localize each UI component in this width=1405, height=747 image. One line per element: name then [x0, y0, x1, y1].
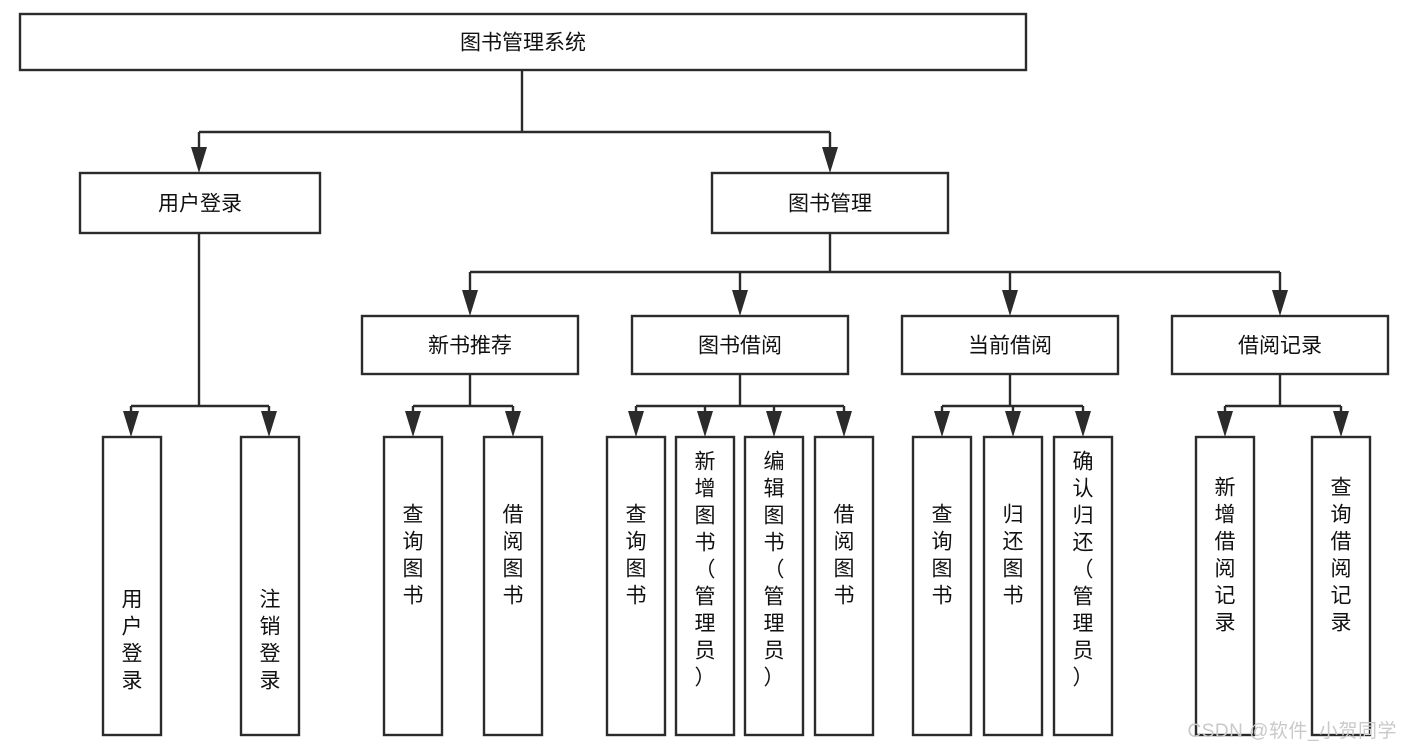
arrow-head-icon	[505, 411, 521, 437]
node-box[interactable]	[674, 435, 736, 737]
node-box[interactable]	[982, 435, 1044, 737]
connector-line	[940, 374, 1085, 415]
node-label: 图书借阅	[698, 335, 782, 358]
arrow-head-icon	[191, 147, 207, 173]
node-leaf-query-book-borrow[interactable]: 查询图书	[605, 435, 667, 737]
connector-book-management	[462, 233, 1288, 316]
arrow-head-icon	[1005, 411, 1021, 437]
node-box[interactable]	[710, 171, 950, 235]
csdn-watermark: CSDN @软件_小贺同学	[1187, 721, 1397, 742]
connector-line	[634, 374, 846, 415]
node-new-book-recommend[interactable]: 新书推荐	[360, 314, 580, 376]
node-leaf-query-borrow-record[interactable]: 查询借阅记录	[1310, 435, 1372, 737]
arrow-head-icon	[934, 411, 950, 437]
node-box[interactable]	[382, 435, 444, 737]
node-label: 新书推荐	[428, 335, 512, 358]
node-label: 编辑图书（管理员）	[764, 451, 785, 690]
connector-user-login	[123, 233, 277, 437]
node-leaf-add-book-admin[interactable]: 新增图书（管理员）	[674, 435, 736, 737]
node-label: 借阅图书	[834, 504, 855, 608]
node-book-management[interactable]: 图书管理	[710, 171, 950, 235]
arrow-head-icon	[261, 411, 277, 437]
node-leaf-query-book-current[interactable]: 查询图书	[911, 435, 973, 737]
node-box[interactable]	[18, 12, 1028, 72]
node-label: 借阅记录	[1238, 335, 1322, 358]
arrow-head-icon	[732, 290, 748, 316]
arrow-head-icon	[697, 411, 713, 437]
arrow-head-icon	[628, 411, 644, 437]
arrow-head-icon	[1217, 411, 1233, 437]
node-label: 新增借阅记录	[1215, 477, 1236, 635]
node-box[interactable]	[743, 435, 805, 737]
node-box[interactable]	[78, 171, 322, 235]
node-label: 注销登录	[260, 589, 281, 693]
node-label: 归还图书	[1003, 504, 1024, 608]
connector-layer	[123, 70, 1349, 437]
node-box[interactable]	[360, 314, 580, 376]
connector-root	[191, 70, 838, 173]
node-label: 用户登录	[122, 589, 143, 693]
node-box[interactable]	[101, 435, 163, 737]
node-leaf-logout[interactable]: 注销登录	[239, 435, 301, 737]
connector-current-borrow	[934, 374, 1091, 437]
arrow-head-icon	[405, 411, 421, 437]
node-layer: 图书管理系统用户登录图书管理新书推荐图书借阅当前借阅借阅记录用户登录注销登录查询…	[18, 12, 1390, 737]
node-box[interactable]	[900, 314, 1120, 376]
connector-line	[1223, 374, 1343, 415]
node-label: 查询图书	[403, 504, 424, 608]
arrow-head-icon	[1333, 411, 1349, 437]
node-box[interactable]	[482, 435, 544, 737]
node-leaf-add-borrow-record[interactable]: 新增借阅记录	[1194, 435, 1256, 737]
node-book-borrow[interactable]: 图书借阅	[630, 314, 850, 376]
connector-line	[129, 233, 271, 415]
node-box[interactable]	[1052, 435, 1114, 737]
node-label: 借阅图书	[503, 504, 524, 608]
node-leaf-query-book-newbook[interactable]: 查询图书	[382, 435, 444, 737]
node-box[interactable]	[605, 435, 667, 737]
node-box[interactable]	[813, 435, 875, 737]
node-label: 新增图书（管理员）	[695, 451, 716, 690]
arrow-head-icon	[822, 147, 838, 173]
connector-new-book-recommend	[405, 374, 521, 437]
node-leaf-user-login[interactable]: 用户登录	[101, 435, 163, 737]
arrow-head-icon	[462, 290, 478, 316]
arrow-head-icon	[1272, 290, 1288, 316]
connector-book-borrow	[628, 374, 852, 437]
node-leaf-confirm-return-admin[interactable]: 确认归还（管理员）	[1052, 435, 1114, 737]
connector-borrow-records	[1217, 374, 1349, 437]
connector-line	[411, 374, 515, 415]
arrow-head-icon	[1075, 411, 1091, 437]
arrow-head-icon	[836, 411, 852, 437]
node-box[interactable]	[1194, 435, 1256, 737]
node-label: 图书管理	[788, 193, 872, 216]
connector-line	[468, 233, 1282, 294]
arrow-head-icon	[1002, 290, 1018, 316]
node-leaf-borrow-book[interactable]: 借阅图书	[813, 435, 875, 737]
node-box[interactable]	[1170, 314, 1390, 376]
node-leaf-borrow-book-newbook[interactable]: 借阅图书	[482, 435, 544, 737]
node-box[interactable]	[911, 435, 973, 737]
node-label: 当前借阅	[968, 335, 1052, 358]
node-leaf-return-book[interactable]: 归还图书	[982, 435, 1044, 737]
connector-line	[197, 70, 832, 151]
node-label: 图书管理系统	[460, 32, 586, 55]
node-label: 查询借阅记录	[1331, 477, 1352, 635]
node-leaf-edit-book-admin[interactable]: 编辑图书（管理员）	[743, 435, 805, 737]
node-current-borrow[interactable]: 当前借阅	[900, 314, 1120, 376]
arrow-head-icon	[766, 411, 782, 437]
node-label: 查询图书	[932, 504, 953, 608]
node-borrow-records[interactable]: 借阅记录	[1170, 314, 1390, 376]
node-root[interactable]: 图书管理系统	[18, 12, 1028, 72]
node-box[interactable]	[239, 435, 301, 737]
node-label: 查询图书	[626, 504, 647, 608]
arrow-head-icon	[123, 411, 139, 437]
node-user-login[interactable]: 用户登录	[78, 171, 322, 235]
node-box[interactable]	[630, 314, 850, 376]
node-label: 用户登录	[158, 193, 242, 216]
node-box[interactable]	[1310, 435, 1372, 737]
node-label: 确认归还（管理员）	[1073, 451, 1094, 690]
